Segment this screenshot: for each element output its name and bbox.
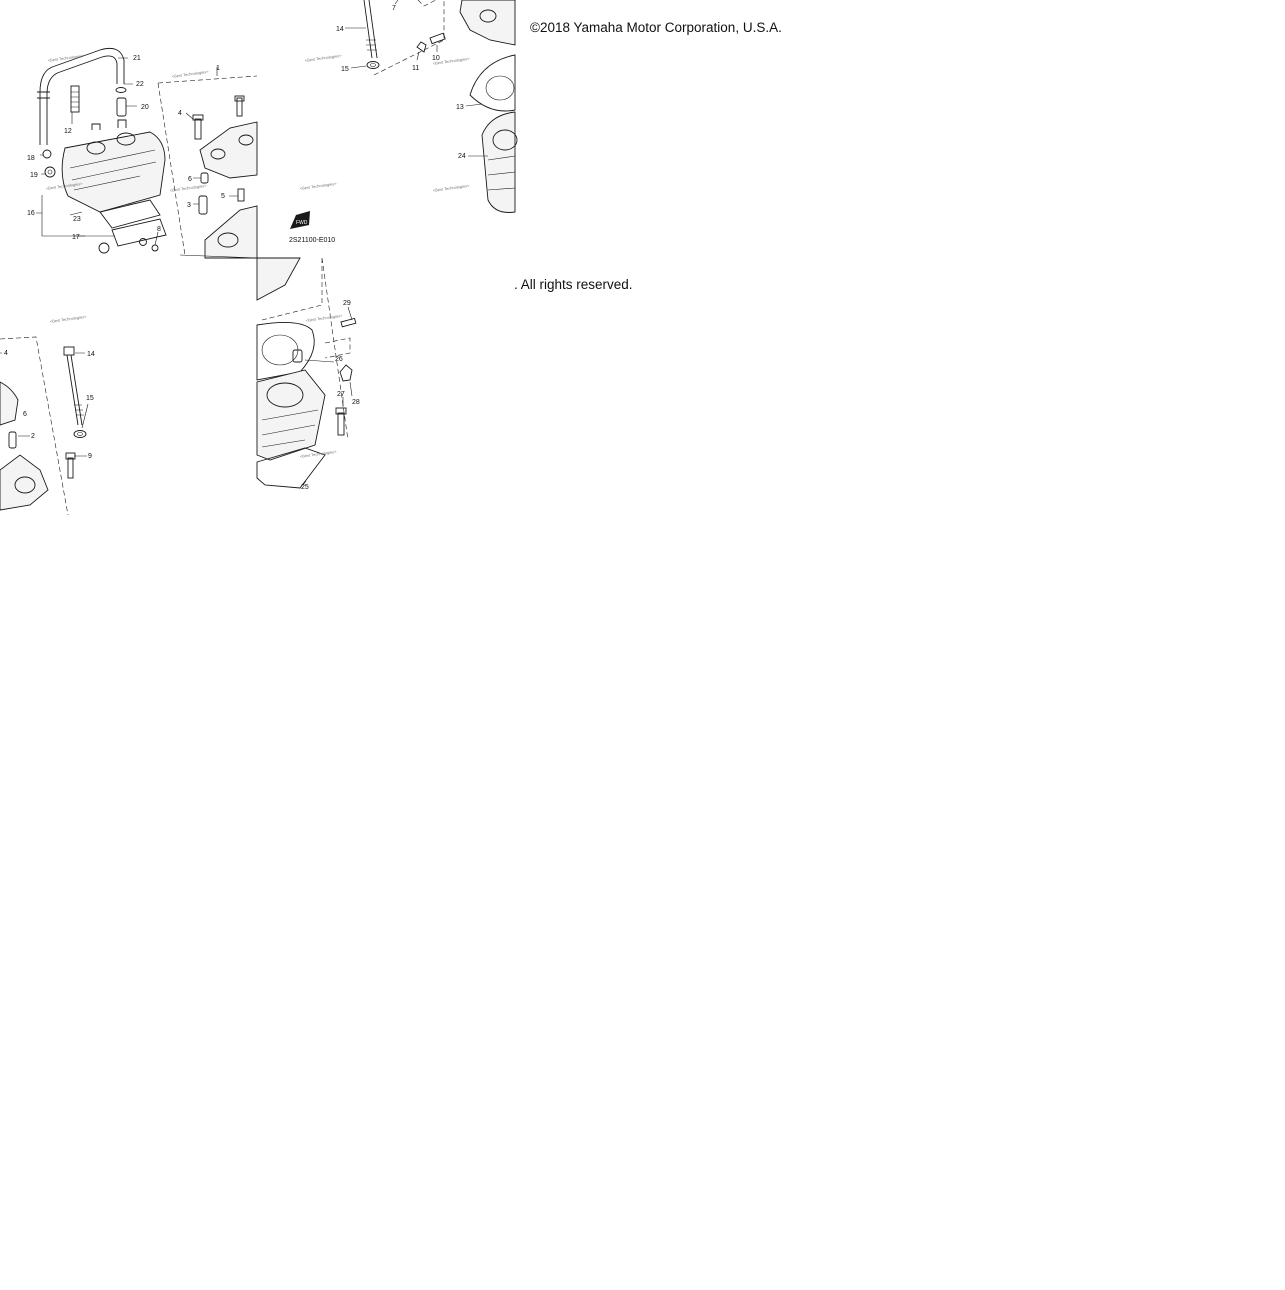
callout-29: 29 xyxy=(343,300,351,307)
callout-11: 11 xyxy=(412,65,419,72)
callout-10: 10 xyxy=(432,55,440,62)
tile-cylinder-head-cover: <Best Technologies> <Best Technologies> … xyxy=(27,47,258,259)
svg-text:<Best Technologies>: <Best Technologies> xyxy=(432,183,470,193)
svg-text:<Best Technologies>: <Best Technologies> xyxy=(49,314,87,324)
svg-text:<Best Technologies>: <Best Technologies> xyxy=(171,69,209,79)
callout-28: 28 xyxy=(352,399,360,406)
callout-27: 27 xyxy=(337,391,345,398)
callout-14: 14 xyxy=(336,26,344,33)
svg-text:<Best Technologies>: <Best Technologies> xyxy=(305,313,343,323)
callout-25: 25 xyxy=(301,484,309,491)
breather-hose xyxy=(39,47,125,145)
callout-24: 24 xyxy=(458,153,466,160)
callout-9: 9 xyxy=(88,453,92,460)
tile-head-assembly-detail: <Best Technologies> 4 14 15 6 2 9 xyxy=(0,314,95,516)
forward-arrow-icon: FWD xyxy=(290,211,310,229)
callout-1: 1 xyxy=(216,65,220,72)
svg-text:FWD: FWD xyxy=(296,220,308,226)
callout-18: 18 xyxy=(27,155,35,162)
rights-reserved-notice: . All rights reserved. xyxy=(514,277,633,292)
cylinder-head-right xyxy=(459,0,516,46)
svg-text:<Best Technologies>: <Best Technologies> xyxy=(45,181,83,191)
callout-17: 17 xyxy=(72,234,80,241)
cylinder-stud-long xyxy=(66,354,83,426)
callout-22: 22 xyxy=(136,81,144,88)
tile-cylinder-detail: <Best Technologies> <Best Technologies> … xyxy=(256,257,360,491)
head-cover-gasket xyxy=(111,218,167,247)
cylinder-gasket xyxy=(256,321,315,381)
callout-21: 21 xyxy=(133,55,141,62)
callout-6-lower: 6 xyxy=(23,411,27,418)
callout-14-lower: 14 xyxy=(87,351,95,358)
camshaft-cap xyxy=(199,121,258,179)
callout-6: 6 xyxy=(188,176,192,183)
callout-4-lower: 4 xyxy=(4,350,8,357)
callout-26: 26 xyxy=(335,356,343,363)
diagram-code: 2S21100-E010 xyxy=(289,237,335,244)
callout-2: 2 xyxy=(31,433,35,440)
svg-text:<Best Technologies>: <Best Technologies> xyxy=(169,183,207,193)
svg-text:<Best Technologies>: <Best Technologies> xyxy=(304,53,342,63)
callout-15: 15 xyxy=(341,66,349,73)
callout-16: 16 xyxy=(27,210,35,217)
cylinder-head xyxy=(204,205,258,259)
cylinder-block xyxy=(481,111,516,213)
base-gasket xyxy=(256,447,326,489)
copyright-notice: ©2018 Yamaha Motor Corporation, U.S.A. xyxy=(530,20,782,35)
cylinder-head-partial xyxy=(0,454,49,511)
callout-13: 13 xyxy=(456,104,464,111)
callout-7: 7 xyxy=(392,5,396,12)
cylinder-head-cover xyxy=(61,131,166,213)
svg-text:<Best Technologies>: <Best Technologies> xyxy=(299,181,337,191)
callout-3: 3 xyxy=(187,202,191,209)
svg-text:<Best Technologies>: <Best Technologies> xyxy=(47,53,85,63)
callout-5: 5 xyxy=(221,193,225,200)
callout-23: 23 xyxy=(73,216,81,223)
callout-4: 4 xyxy=(178,110,182,117)
callout-8: 8 xyxy=(157,226,161,233)
callout-15-lower: 15 xyxy=(86,395,94,402)
spark-plug xyxy=(70,85,80,113)
callout-20: 20 xyxy=(141,104,149,111)
callout-12: 12 xyxy=(64,128,72,135)
svg-text:<Best Technologies>: <Best Technologies> xyxy=(299,449,337,459)
tile-cylinder-studs: FWD 2S21100-E010 <Best Technologies> <Be… xyxy=(289,0,518,244)
washer xyxy=(366,61,380,69)
cylinder-stud xyxy=(363,0,378,59)
head-gasket xyxy=(469,54,516,112)
callout-19: 19 xyxy=(30,172,38,179)
svg-text:<Best Technologies>: <Best Technologies> xyxy=(432,56,470,66)
